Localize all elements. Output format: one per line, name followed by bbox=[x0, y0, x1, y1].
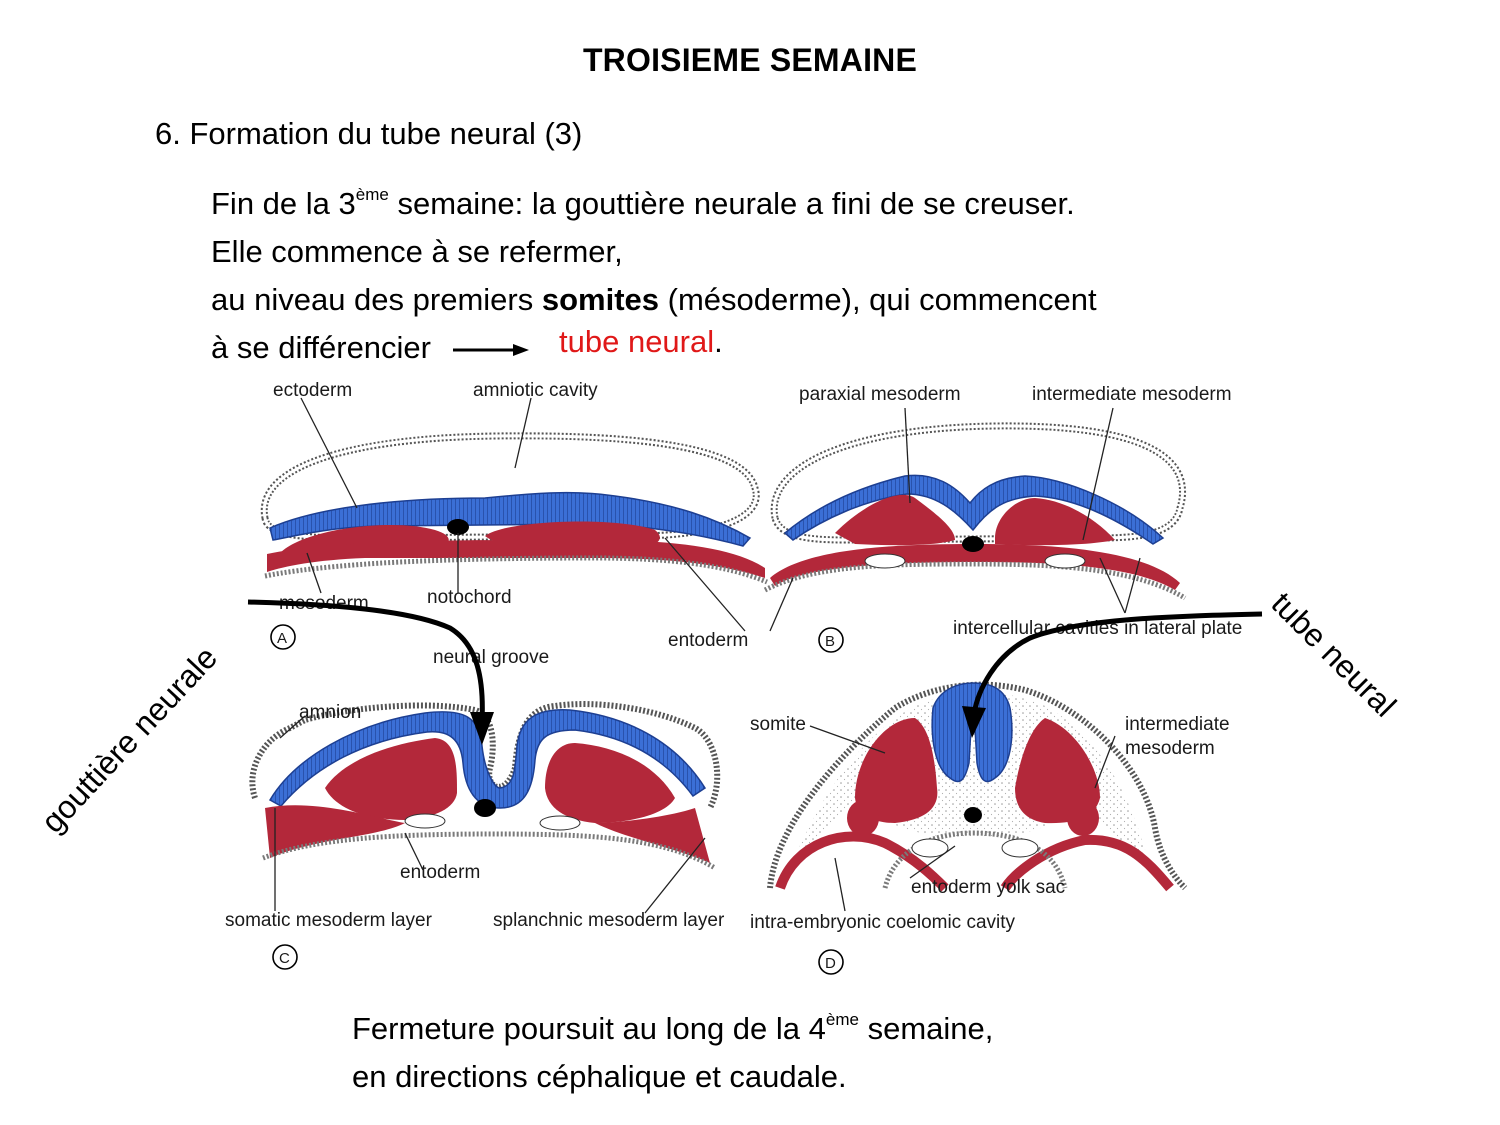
label-intermediate-d-1: intermediate bbox=[1125, 714, 1230, 735]
label-intermediate-mesoderm-b: intermediate mesoderm bbox=[1032, 384, 1232, 405]
closing-line-2: en directions céphalique et caudale. bbox=[352, 1059, 847, 1094]
figure-svg: A B C bbox=[225, 380, 1242, 975]
closing-line-1: Fermeture poursuit au long de la 4ème se… bbox=[352, 1005, 993, 1053]
label-neural-groove: neural groove bbox=[433, 647, 549, 668]
superscript: ème bbox=[825, 1010, 859, 1029]
para-text: au niveau des premiers bbox=[211, 282, 542, 317]
svg-text:A: A bbox=[277, 630, 287, 647]
label-paraxial-mesoderm: paraxial mesoderm bbox=[799, 384, 961, 405]
label-intercellular-cavities: intercellular cavities in lateral plate bbox=[953, 618, 1242, 639]
right-arrow-icon bbox=[453, 343, 529, 356]
para-text: Fin de la 3 bbox=[211, 186, 356, 221]
panel-b: B bbox=[763, 422, 1187, 653]
closing-text: semaine, bbox=[858, 1011, 994, 1046]
annotation-tube-neural: tube neural bbox=[1264, 585, 1404, 724]
para-line-4: à se différencier tube neural. bbox=[211, 324, 1361, 372]
label-coelomic-cavity: intra-embryonic coelomic cavity bbox=[750, 912, 1016, 933]
period: . bbox=[714, 324, 723, 359]
closing-text: Fermeture poursuit au long de la 4 bbox=[352, 1011, 826, 1046]
label-somatic-layer: somatic mesoderm layer bbox=[225, 910, 433, 931]
para-line-2: Elle commence à se refermer, bbox=[211, 234, 623, 269]
bold-term-somites: somites bbox=[541, 282, 660, 317]
label-entoderm-yolk: entoderm yolk sac bbox=[911, 877, 1065, 898]
para-text: à se différencier bbox=[211, 330, 431, 365]
label-entoderm-c: entoderm bbox=[400, 862, 480, 883]
section-subtitle: 6. Formation du tube neural (3) bbox=[155, 116, 583, 151]
label-intermediate-d-2: mesoderm bbox=[1125, 738, 1215, 759]
embryo-cross-section-figure: A B C bbox=[195, 368, 1253, 980]
para-line-1: Fin de la 3ème semaine: la gouttière neu… bbox=[211, 180, 1361, 228]
svg-text:D: D bbox=[825, 955, 836, 972]
label-mesoderm: mesoderm bbox=[279, 593, 369, 614]
closing-paragraph: Fermeture poursuit au long de la 4ème se… bbox=[352, 1005, 993, 1101]
label-notochord: notochord bbox=[427, 587, 512, 608]
label-splanchnic-layer: splanchnic mesoderm layer bbox=[493, 910, 725, 931]
label-entoderm-ab: entoderm bbox=[668, 630, 748, 651]
term-tube-neural: tube neural bbox=[559, 324, 715, 359]
intro-paragraph: Fin de la 3ème semaine: la gouttière neu… bbox=[211, 180, 1361, 372]
para-text: semaine: la gouttière neurale a fini de … bbox=[388, 186, 1075, 221]
label-somite: somite bbox=[750, 714, 806, 735]
label-amniotic-cavity: amniotic cavity bbox=[473, 380, 598, 401]
para-line-3: au niveau des premiers somites (mésoderm… bbox=[211, 276, 1361, 324]
slide-title: TROISIEME SEMAINE bbox=[582, 42, 918, 78]
para-text: (mésoderme), qui commencent bbox=[659, 282, 1097, 317]
leader-lines bbox=[274, 397, 1141, 914]
svg-text:C: C bbox=[279, 950, 290, 967]
svg-text:B: B bbox=[825, 633, 835, 650]
label-amnion: amnion bbox=[299, 702, 361, 723]
label-ectoderm: ectoderm bbox=[273, 380, 352, 401]
superscript: ème bbox=[355, 185, 389, 204]
